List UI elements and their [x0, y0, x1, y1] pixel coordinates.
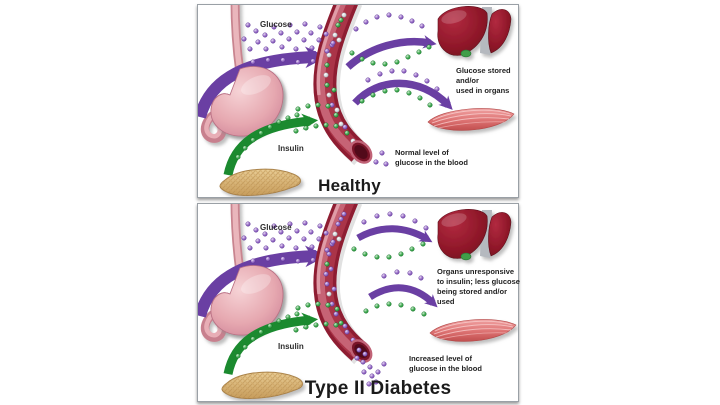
- liver-illustration: [437, 208, 512, 261]
- vessel-to-muscle-arrow: [352, 79, 453, 110]
- stomach-illustration: [210, 66, 284, 137]
- stomach-illustration: [210, 265, 284, 336]
- blood-note: Increased level of glucose in the blood: [409, 354, 482, 373]
- glucose-label: Glucose: [260, 223, 292, 232]
- liver-illustration: [437, 5, 512, 58]
- organ-note: Organs unresponsive to insulin; less glu…: [437, 267, 520, 306]
- blood-note: Normal level of glucose in the blood: [395, 148, 468, 167]
- vessel-to-muscle-arrow: [368, 284, 438, 308]
- panel-type-2-diabetes: Glucose Insulin Organs unresponsive to i…: [197, 203, 520, 402]
- panel-title-healthy: Healthy: [318, 176, 381, 195]
- healthy-illustration: [198, 5, 515, 197]
- vessel-to-liver-arrow: [345, 35, 437, 70]
- glucose-arrow: [198, 245, 327, 318]
- panel-healthy: Glucose Insulin Glucose stored and/or us…: [197, 4, 519, 198]
- glucose-label: Glucose: [260, 20, 292, 29]
- blood-vessel-illustration: [318, 5, 377, 167]
- organ-note: Glucose stored and/or used in organs: [456, 66, 511, 95]
- glucose-arrow: [198, 46, 327, 119]
- panel-title-diabetes: Type II Diabetes: [304, 378, 452, 399]
- vessel-to-liver-arrow: [356, 225, 433, 243]
- muscle-illustration: [429, 318, 517, 342]
- insulin-label: Insulin: [278, 144, 304, 153]
- muscle-illustration: [427, 107, 515, 131]
- diabetes-illustration: [198, 204, 517, 401]
- insulin-label: Insulin: [278, 342, 304, 351]
